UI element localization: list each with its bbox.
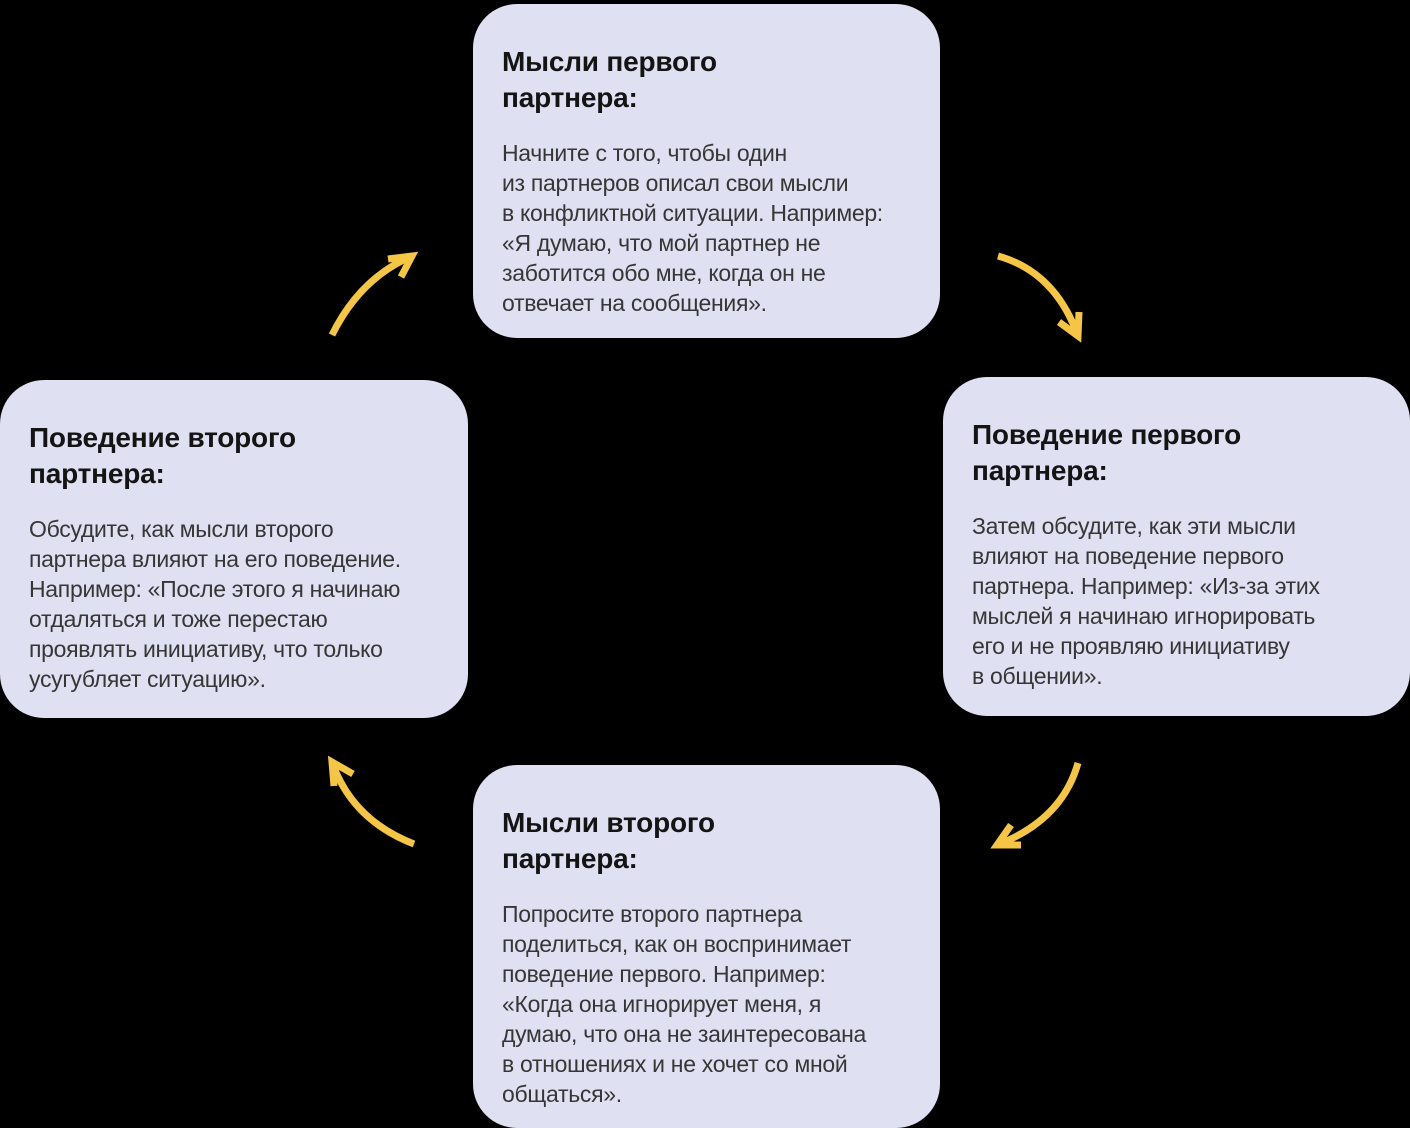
card-title: Поведение второго партнера: [29, 422, 296, 489]
card-body: Обсудите, как мысли второго партнера вли… [29, 516, 401, 692]
arrow-left-to-top-icon [328, 251, 419, 337]
card-behavior-partner-2: Поведение второго партнера: Обсудите, ка… [0, 380, 468, 718]
card-thoughts-partner-2: Мысли второго партнера: Попросите второг… [473, 765, 940, 1128]
arrow-top-to-right-icon [997, 252, 1083, 343]
card-body: Затем обсудите, как эти мысли влияют на … [972, 513, 1320, 689]
card-behavior-partner-1: Поведение первого партнера: Затем обсуди… [943, 377, 1410, 716]
card-body: Попросите второго партнера поделиться, к… [502, 901, 867, 1107]
card-title: Поведение первого партнера: [972, 419, 1241, 486]
arrow-bottom-to-left-icon [327, 755, 416, 848]
card-body: Начните с того, чтобы один из партнеров … [502, 140, 883, 316]
arrow-right-to-bottom-icon [990, 762, 1082, 849]
card-thoughts-partner-1: Мысли первого партнера: Начните с того, … [473, 4, 940, 338]
card-title: Мысли второго партнера: [502, 807, 715, 874]
card-title: Мысли первого партнера: [502, 46, 717, 113]
